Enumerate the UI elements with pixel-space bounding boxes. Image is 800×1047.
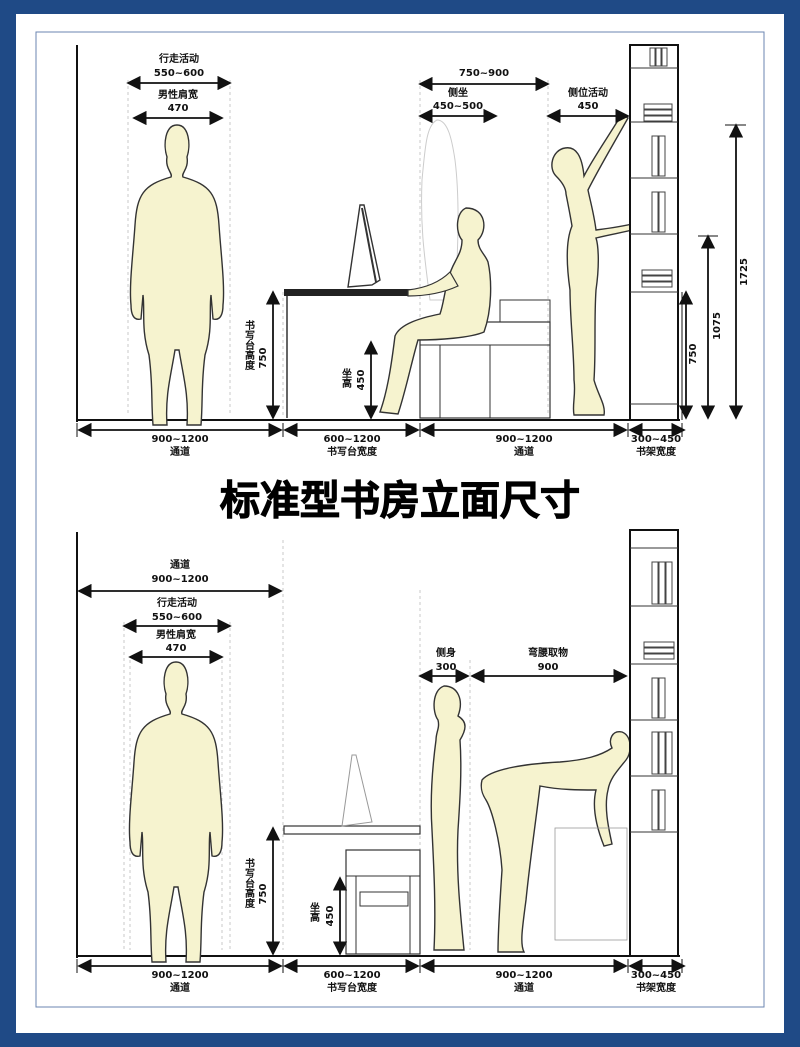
reaching-woman-figure — [551, 113, 641, 416]
aisle-label: 通道 — [170, 558, 190, 571]
seat-height-value: 450 — [325, 906, 336, 927]
desk-height-label: 书写台高度 — [243, 319, 255, 371]
bend-fetch-label: 弯腰取物 — [528, 646, 568, 659]
desk — [284, 204, 420, 418]
shoulder-width-label: 男性肩宽 — [156, 628, 196, 641]
seated-person-figure — [379, 207, 551, 419]
height-1725-value: 1725 — [739, 258, 750, 286]
walk-activity-value: 550~600 — [154, 68, 204, 79]
bottom-dim-value: 900~1200 — [151, 434, 208, 445]
seat-height-label: 坐高 — [340, 367, 352, 389]
page-title: 标准型书房立面尺寸 — [220, 478, 580, 524]
shoulder-width-value: 470 — [168, 103, 189, 114]
shoulder-width-label: 男性肩宽 — [158, 88, 198, 101]
side-sit-label: 侧坐 — [448, 86, 468, 99]
seat-span-value: 750~900 — [459, 68, 509, 79]
side-body-label: 侧身 — [436, 646, 456, 659]
walk-activity-label: 行走活动 — [156, 596, 197, 609]
bottom-dim-label: 通道 — [514, 981, 534, 994]
top-elevation: 行走活动 550~600 男性肩宽 470 750~900 侧坐 450~500… — [76, 44, 750, 458]
bottom-dim-value: 300~450 — [631, 434, 681, 445]
desk-height-value: 750 — [258, 348, 269, 369]
walk-activity-value: 550~600 — [152, 612, 202, 623]
seat-height-value: 450 — [356, 370, 367, 391]
desk-height-value: 750 — [258, 884, 269, 905]
shoulder-width-value: 470 — [166, 643, 187, 654]
side-standing-woman-figure — [430, 685, 466, 951]
bottom-dim-value: 300~450 — [631, 970, 681, 981]
walk-activity-label: 行走活动 — [158, 52, 199, 65]
bottom-dim-label: 通道 — [170, 445, 190, 458]
bottom-dim-label: 通道 — [514, 445, 534, 458]
desk-height-label: 书写台高度 — [243, 857, 255, 909]
bottom-dim-label: 书写台宽度 — [327, 445, 378, 458]
bottom-dim-value: 900~1200 — [495, 970, 552, 981]
bottom-dim-label: 书架宽度 — [636, 981, 677, 994]
bottom-dim-label: 书架宽度 — [636, 445, 677, 458]
side-activity-label: 侧位活动 — [568, 86, 608, 99]
bottom-dim-value: 600~1200 — [323, 970, 380, 981]
ghost-person — [421, 119, 459, 301]
bend-fetch-value: 900 — [538, 662, 559, 673]
aisle-value: 900~1200 — [151, 574, 208, 585]
side-body-value: 300 — [436, 662, 457, 673]
bottom-dim-value: 600~1200 — [323, 434, 380, 445]
bookshelf — [629, 529, 679, 957]
bottom-dim-value: 900~1200 — [151, 970, 208, 981]
height-1075-value: 1075 — [712, 312, 723, 340]
height-750-value: 750 — [688, 344, 699, 365]
bottom-dim-label: 书写台宽度 — [327, 981, 378, 994]
side-activity-value: 450 — [578, 101, 599, 112]
side-sit-value: 450~500 — [433, 101, 483, 112]
seat-height-label: 坐高 — [308, 901, 320, 923]
bottom-dim-label: 通道 — [170, 981, 190, 994]
bookshelf — [629, 44, 683, 421]
bottom-dim-value: 900~1200 — [495, 434, 552, 445]
bending-woman-figure — [480, 731, 631, 953]
bottom-elevation: 通道 900~1200 行走活动 550~600 男性肩宽 470 侧身 300… — [76, 529, 686, 994]
